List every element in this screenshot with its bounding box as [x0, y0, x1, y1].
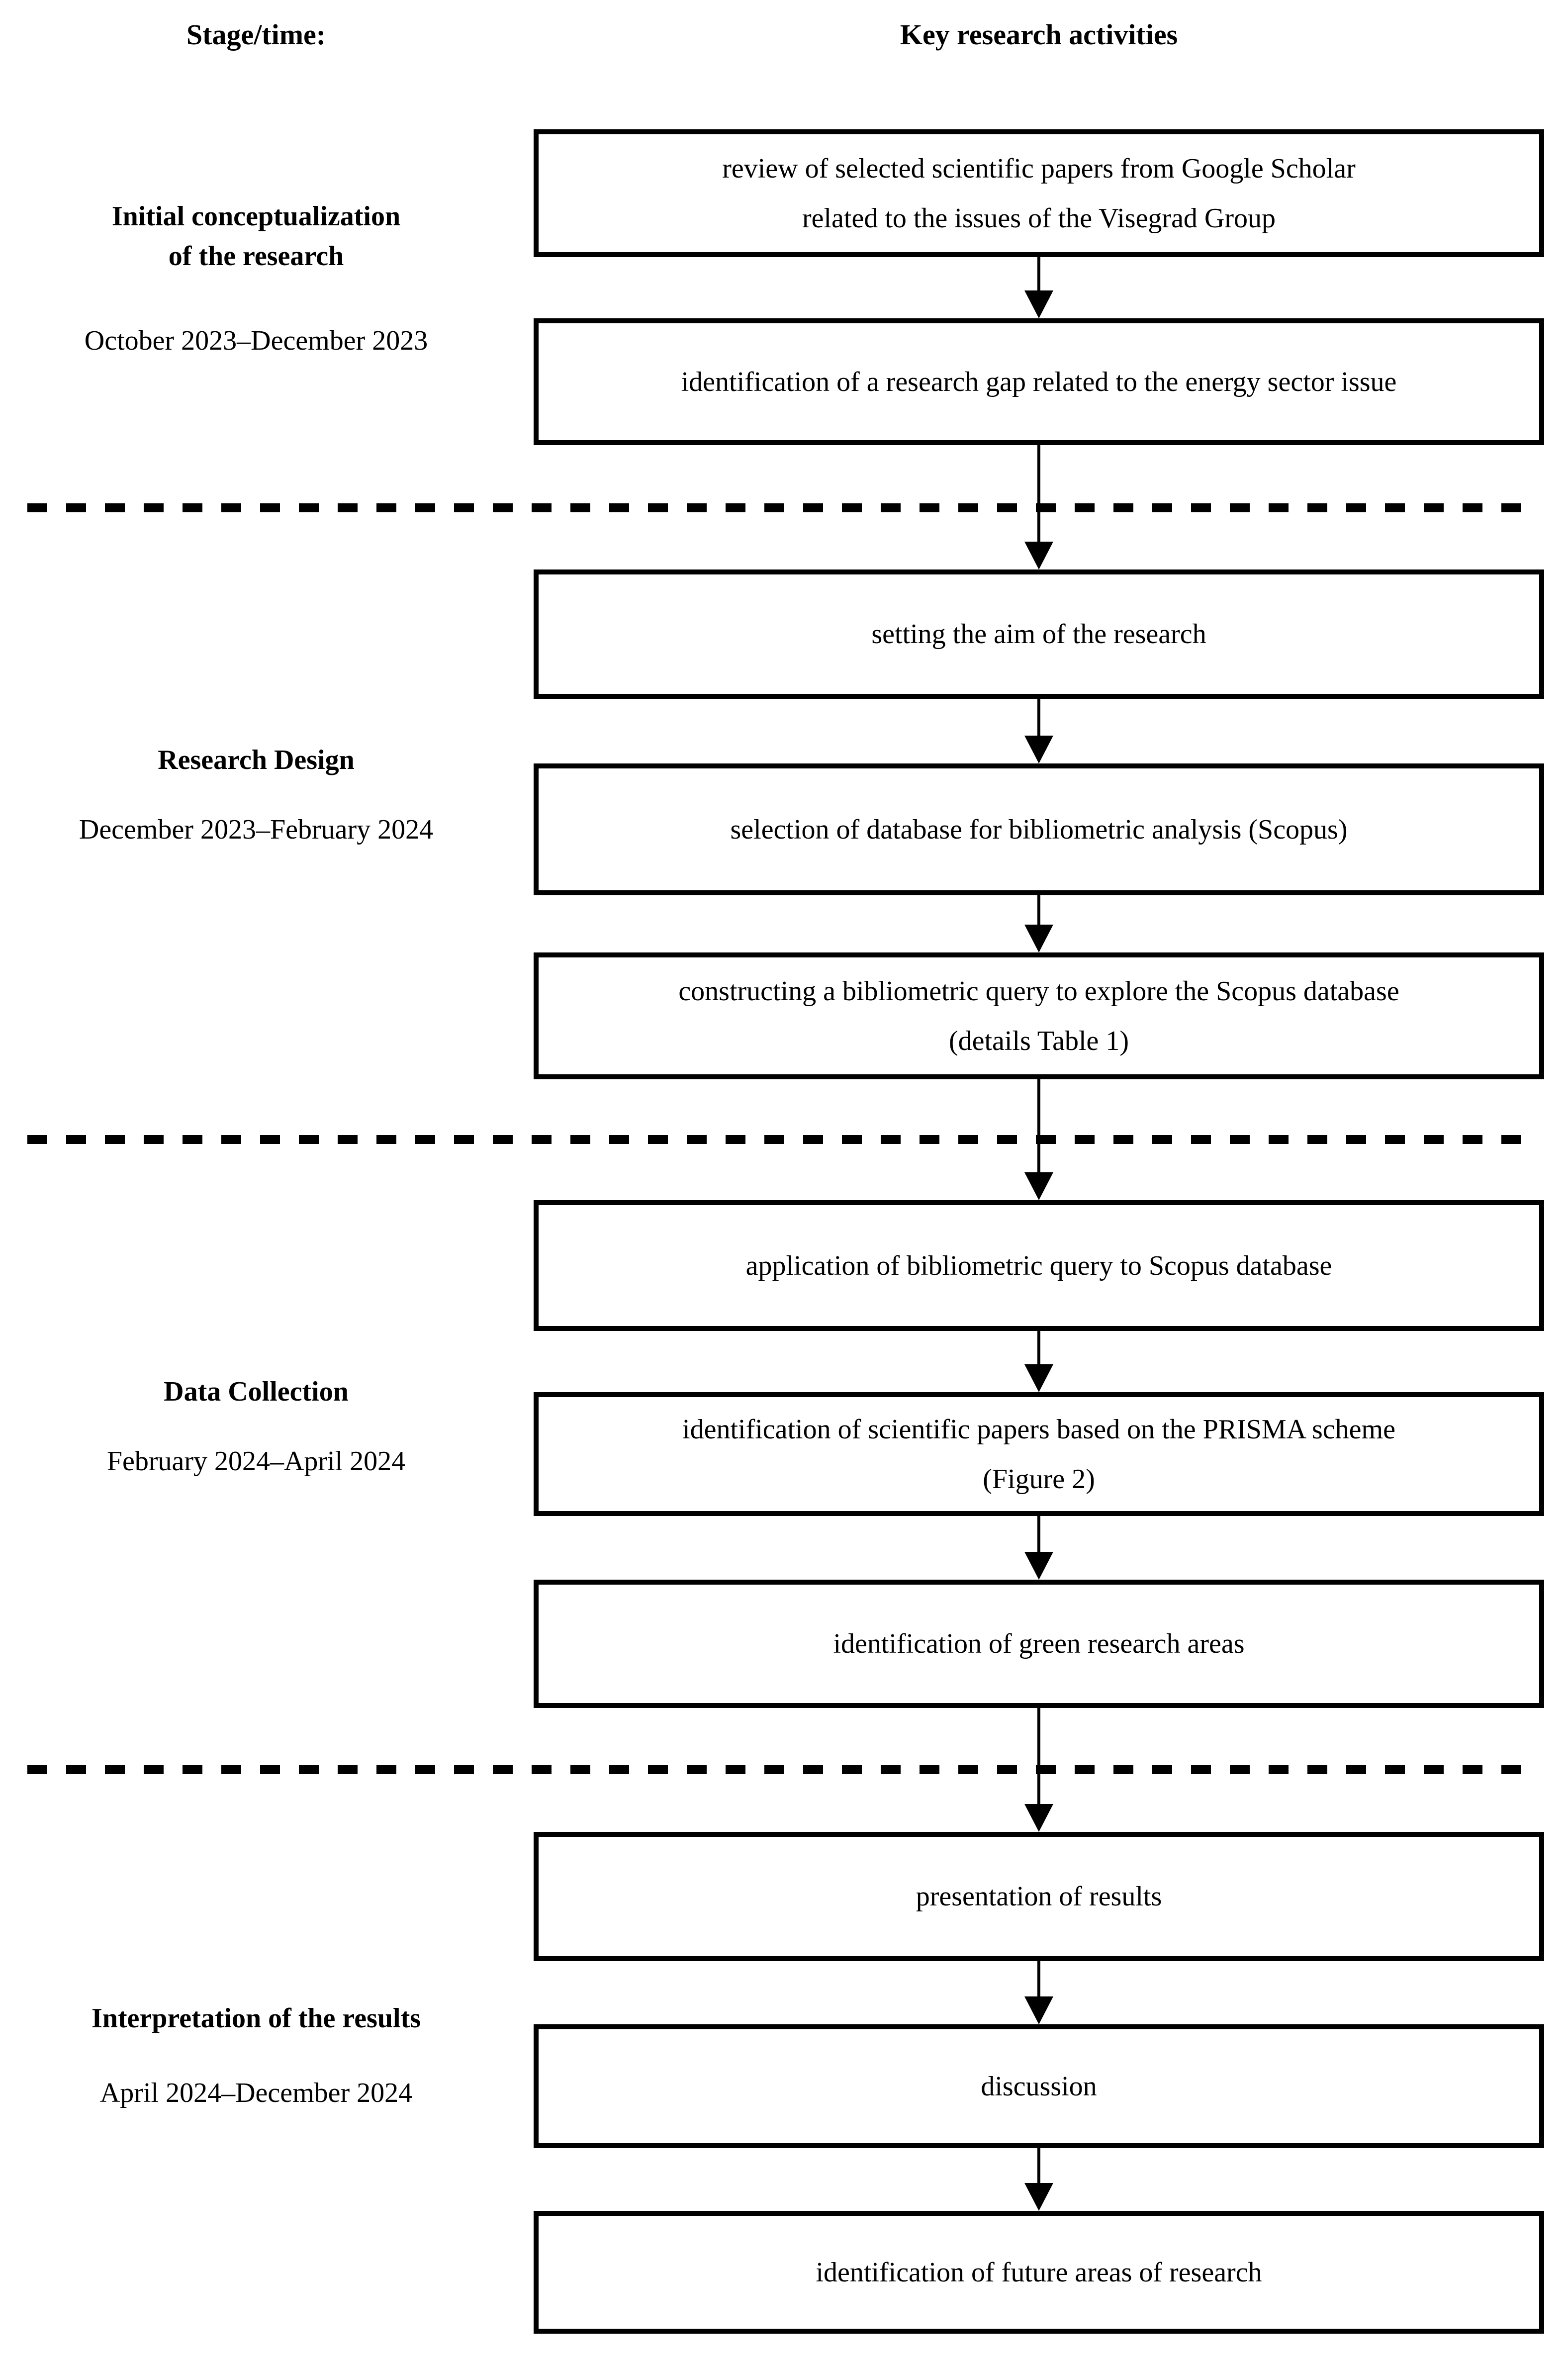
stage-divider-dashed-line — [27, 503, 1534, 512]
arrow-head-icon — [1024, 1552, 1053, 1580]
arrow-head-icon — [1024, 1996, 1053, 2024]
activity-box-database-selection: selection of database for bibliometric a… — [534, 763, 1544, 895]
arrow-head-icon — [1024, 1172, 1053, 1200]
flow-arrow — [1024, 1331, 1053, 1392]
stage-name: Research Design — [25, 740, 487, 780]
activity-text: identification of scientific papers base… — [539, 1405, 1539, 1504]
activity-text: constructing a bibliometric query to exp… — [539, 966, 1539, 1066]
activity-text: review of selected scientific papers fro… — [539, 144, 1539, 243]
flow-arrow — [1024, 699, 1053, 763]
activity-line: identification of green research areas — [833, 1628, 1245, 1659]
activity-text: identification of green research areas — [539, 1619, 1539, 1669]
stage-period: October 2023–December 2023 — [84, 325, 428, 356]
activity-box-research-gap: identification of a research gap related… — [534, 318, 1544, 445]
activity-box-green-research-areas: identification of green research areas — [534, 1580, 1544, 1708]
flow-arrow — [1024, 257, 1053, 318]
arrow-shaft — [1037, 1331, 1040, 1379]
flow-arrow — [1024, 1516, 1053, 1580]
stage-time-header: Stage/time: — [186, 18, 326, 51]
stage-period: December 2023–February 2024 — [79, 814, 434, 845]
stage-divider-dashed-line — [27, 1765, 1534, 1774]
arrow-shaft — [1037, 1708, 1040, 1819]
arrow-head-icon — [1024, 1364, 1053, 1392]
arrow-shaft — [1037, 1079, 1040, 1187]
activity-line: presentation of results — [916, 1881, 1162, 1912]
arrow-head-icon — [1024, 925, 1053, 952]
activity-line: related to the issues of the Visegrad Gr… — [802, 202, 1276, 234]
stage-name-line: of the research — [168, 241, 344, 272]
key-activities-header: Key research activities — [900, 18, 1178, 51]
flow-arrow — [1024, 1708, 1053, 1832]
activity-line: identification of a research gap related… — [681, 366, 1397, 397]
arrow-shaft — [1037, 2148, 1040, 2198]
flow-arrow — [1024, 445, 1053, 569]
activity-text: application of bibliometric query to Sco… — [539, 1241, 1539, 1291]
flow-arrow — [1024, 895, 1053, 952]
activity-line: identification of scientific papers base… — [682, 1414, 1395, 1445]
stage-name: Initial conceptualization of the researc… — [25, 196, 487, 276]
activity-text: presentation of results — [539, 1872, 1539, 1921]
arrow-shaft — [1037, 257, 1040, 305]
activity-box-discussion: discussion — [534, 2024, 1544, 2148]
arrow-head-icon — [1024, 1804, 1053, 1832]
stage-name-line: Research Design — [158, 745, 355, 775]
activity-line: selection of database for bibliometric a… — [730, 814, 1348, 845]
arrow-shaft — [1037, 699, 1040, 751]
activity-line: setting the aim of the research — [871, 619, 1206, 650]
stage-name-line: Initial conceptualization — [111, 201, 401, 232]
stage-divider-dashed-line — [27, 1135, 1534, 1144]
activity-line: constructing a bibliometric query to exp… — [678, 975, 1399, 1007]
stage-name: Data Collection — [25, 1372, 487, 1412]
stage-data-collection: Data Collection February 2024–April 2024 — [25, 1372, 487, 1481]
arrow-head-icon — [1024, 290, 1053, 318]
stage-period: April 2024–December 2024 — [99, 2078, 413, 2108]
activity-line: identification of future areas of resear… — [816, 2257, 1262, 2288]
activity-line: (details Table 1) — [948, 1025, 1129, 1056]
arrow-shaft — [1037, 895, 1040, 940]
stage-interpretation-of-results: Interpretation of the results April 2024… — [25, 1998, 487, 2113]
stage-research-design: Research Design December 2023–February 2… — [25, 740, 487, 850]
activity-box-query-construction: constructing a bibliometric query to exp… — [534, 952, 1544, 1079]
activity-box-review-papers: review of selected scientific papers fro… — [534, 129, 1544, 257]
activity-text: selection of database for bibliometric a… — [539, 805, 1539, 854]
flow-arrow — [1024, 1961, 1053, 2024]
activity-text: discussion — [539, 2062, 1539, 2111]
activity-line: review of selected scientific papers fro… — [722, 153, 1356, 184]
activity-box-results-presentation: presentation of results — [534, 1832, 1544, 1961]
activity-box-query-application: application of bibliometric query to Sco… — [534, 1200, 1544, 1331]
arrow-shaft — [1037, 445, 1040, 557]
activity-text: identification of a research gap related… — [539, 357, 1539, 407]
arrow-head-icon — [1024, 542, 1053, 569]
arrow-shaft — [1037, 1516, 1040, 1567]
activity-box-setting-aim: setting the aim of the research — [534, 569, 1544, 699]
stage-name-line: Interpretation of the results — [91, 2003, 421, 2034]
activity-line: (Figure 2) — [983, 1463, 1095, 1495]
stage-period: February 2024–April 2024 — [106, 1446, 406, 1477]
arrow-head-icon — [1024, 2183, 1053, 2211]
stage-name-line: Data Collection — [164, 1376, 349, 1407]
arrow-head-icon — [1024, 736, 1053, 763]
activity-line: application of bibliometric query to Sco… — [745, 1250, 1332, 1281]
activity-text: setting the aim of the research — [539, 609, 1539, 659]
activity-box-prisma-identification: identification of scientific papers base… — [534, 1392, 1544, 1516]
arrow-shaft — [1037, 1961, 1040, 2011]
activity-line: discussion — [981, 2071, 1097, 2102]
flow-arrow — [1024, 2148, 1053, 2211]
stage-initial-conceptualization: Initial conceptualization of the researc… — [25, 196, 487, 361]
activity-box-future-research: identification of future areas of resear… — [534, 2211, 1544, 2334]
activity-text: identification of future areas of resear… — [539, 2248, 1539, 2297]
stage-name: Interpretation of the results — [25, 1998, 487, 2038]
flow-arrow — [1024, 1079, 1053, 1200]
